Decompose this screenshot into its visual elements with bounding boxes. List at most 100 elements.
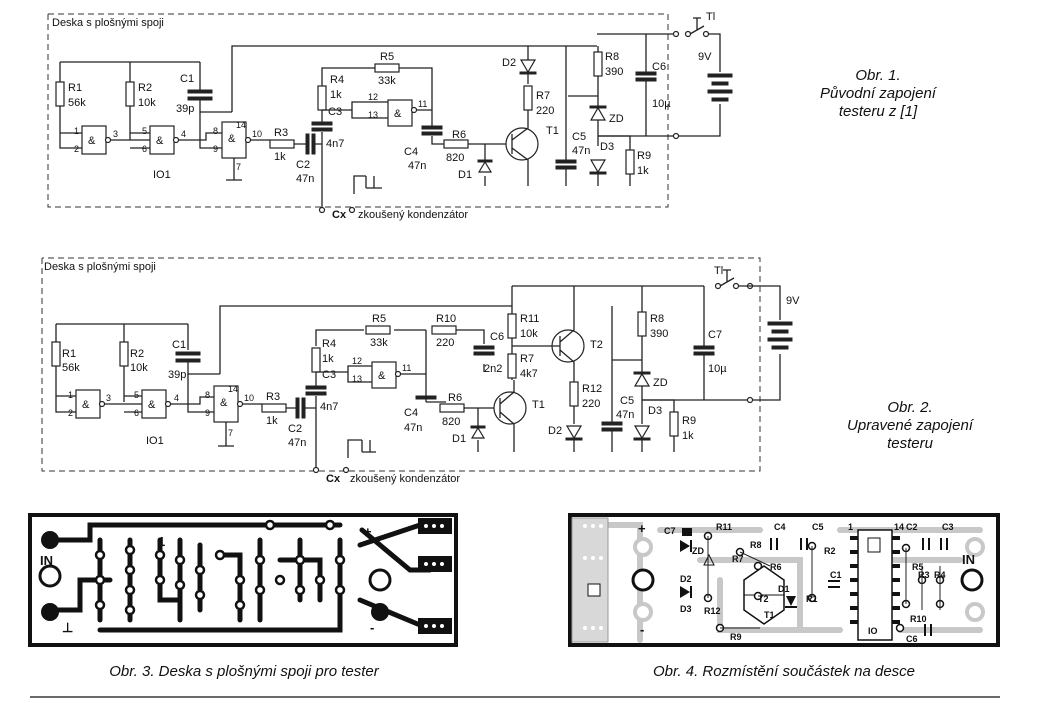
fig2-r4-value: 1k xyxy=(322,353,334,365)
fig2-c5-name: C5 xyxy=(620,395,634,407)
svg-text:14: 14 xyxy=(228,384,238,394)
svg-text:13: 13 xyxy=(368,110,378,120)
fig2-r4-name: R4 xyxy=(322,338,336,350)
fig2-r12-value: 220 xyxy=(582,398,600,410)
fig1-battery-label: 9V xyxy=(698,51,712,63)
svg-text:7: 7 xyxy=(236,162,241,172)
fig1-r6-name: R6 xyxy=(452,129,466,141)
svg-text:7: 7 xyxy=(228,428,233,438)
svg-text:&: & xyxy=(220,397,228,409)
fig2-r1-value: 56k xyxy=(62,362,80,374)
fig1-cx-text: zkoušený kondenzátor xyxy=(358,209,468,221)
fig2-r11-name: R11 xyxy=(520,313,539,325)
fig2-r7-name: R7 xyxy=(520,353,534,365)
fig1-r5-name: R5 xyxy=(380,51,394,63)
fig2-board-label: Deska s plošnými spoji xyxy=(44,261,156,273)
svg-text:&: & xyxy=(156,135,164,147)
fig4-label-r1: R1 xyxy=(806,594,818,604)
fig1-r2-value: 10k xyxy=(138,97,156,109)
fig1-cx-label: Cx xyxy=(332,209,347,221)
fig1-caption-line-1: Obr. 1. xyxy=(855,67,900,84)
svg-text:5: 5 xyxy=(142,126,147,136)
fig2-d3-label: D3 xyxy=(648,405,662,417)
fig1-t1-label: T1 xyxy=(546,125,559,137)
fig2-c1-name: C1 xyxy=(172,339,186,351)
fig4-label-r4: R4 xyxy=(934,570,946,580)
fig2-c6-name: C6 xyxy=(490,331,504,343)
fig1-r3-name: R3 xyxy=(274,127,288,139)
svg-text:10: 10 xyxy=(252,129,262,139)
fig4-label-r9: R9 xyxy=(730,632,742,642)
fig1-r7-value: 220 xyxy=(536,105,554,117)
fig4-label-c2: C2 xyxy=(906,522,918,532)
fig4-label-c4: C4 xyxy=(774,522,786,532)
fig2-caption-line-3: testeru xyxy=(887,435,934,452)
fig4-label-c3: C3 xyxy=(942,522,954,532)
svg-text:9: 9 xyxy=(205,408,210,418)
svg-text:2: 2 xyxy=(68,408,73,418)
svg-text:3: 3 xyxy=(106,393,111,403)
fig1-r7-name: R7 xyxy=(536,90,550,102)
fig1-switch-label: Tl xyxy=(706,11,715,23)
svg-text:10: 10 xyxy=(244,393,254,403)
fig2-c7-name: C7 xyxy=(708,329,722,341)
fig2-c4-value: 47n xyxy=(404,422,422,434)
fig2-c6-value: 2n2 xyxy=(484,363,502,375)
fig1-d2-label: D2 xyxy=(502,57,516,69)
fig2-c3-value: 4n7 xyxy=(320,401,338,413)
fig1-r5-value: 33k xyxy=(378,75,396,87)
fig2-c3-name: C3 xyxy=(322,369,336,381)
fig4-label-c1: C1 xyxy=(830,570,842,580)
svg-text:9: 9 xyxy=(213,144,218,154)
fig4-label-r10: R10 xyxy=(910,614,927,624)
fig2-r3-name: R3 xyxy=(266,391,280,403)
fig3-minus-left: ⊥ xyxy=(62,620,73,635)
svg-text:4: 4 xyxy=(174,393,179,403)
fig2-r9-name: R9 xyxy=(682,415,696,427)
fig2-r5-name: R5 xyxy=(372,313,386,325)
svg-text:14: 14 xyxy=(236,120,246,130)
fig4-label-c5: C5 xyxy=(812,522,824,532)
fig1-r4-name: R4 xyxy=(330,74,344,86)
fig4-label-r6: R6 xyxy=(770,562,782,572)
fig1-board-label: Deska s plošnými spoji xyxy=(52,17,164,29)
fig1-c1-value: 39p xyxy=(176,103,194,115)
svg-text:8: 8 xyxy=(213,126,218,136)
fig1-r9-value: 1k xyxy=(637,165,649,177)
fig2-r6-value: 820 xyxy=(442,416,460,428)
fig1-r2-name: R2 xyxy=(138,82,152,94)
fig2-r5-value: 33k xyxy=(370,337,388,349)
fig2-battery-label: 9V xyxy=(786,295,800,307)
fig1-io1-label: IO1 xyxy=(153,169,171,181)
fig2-r10-name: R10 xyxy=(436,313,456,325)
fig2-d1-label: D1 xyxy=(452,433,466,445)
fig4-label-r5: R5 xyxy=(912,562,924,572)
fig4-label-d1: D1 xyxy=(778,584,790,594)
fig1-r8-name: R8 xyxy=(605,51,619,63)
fig1-zd-label: ZD xyxy=(609,113,624,125)
fig2-io1-label: IO1 xyxy=(146,435,164,447)
fig2-r2-value: 10k xyxy=(130,362,148,374)
fig1-r8-value: 390 xyxy=(605,66,623,78)
fig2-r3-value: 1k xyxy=(266,415,278,427)
fig4-label-r2: R2 xyxy=(824,546,836,556)
fig2-r8-value: 390 xyxy=(650,328,668,340)
fig3-minus-label: - xyxy=(370,620,374,635)
fig1-r1-name: R1 xyxy=(68,82,82,94)
fig3-caption: Obr. 3. Deska s plošnými spoji pro teste… xyxy=(109,663,380,680)
fig4-label-r7: R7 xyxy=(732,554,744,564)
svg-text:12: 12 xyxy=(368,92,378,102)
fig4-label-c6: C6 xyxy=(906,634,918,644)
fig2-switch-label: Tl xyxy=(714,265,723,277)
fig4-label-pin14: 14 xyxy=(894,522,904,532)
svg-text:&: & xyxy=(394,108,402,120)
fig1-r6-value: 820 xyxy=(446,152,464,164)
fig2-cx-label: Cx xyxy=(326,473,341,485)
fig4-in-label: IN xyxy=(962,552,975,567)
fig1-r9-name: R9 xyxy=(637,150,651,162)
figure-1-schematic: Deska s plošnými spoji R1 56k R2 10k C1 … xyxy=(47,11,938,221)
svg-text:12: 12 xyxy=(352,356,362,366)
svg-text:4: 4 xyxy=(181,129,186,139)
fig2-d2-label: D2 xyxy=(548,425,562,437)
